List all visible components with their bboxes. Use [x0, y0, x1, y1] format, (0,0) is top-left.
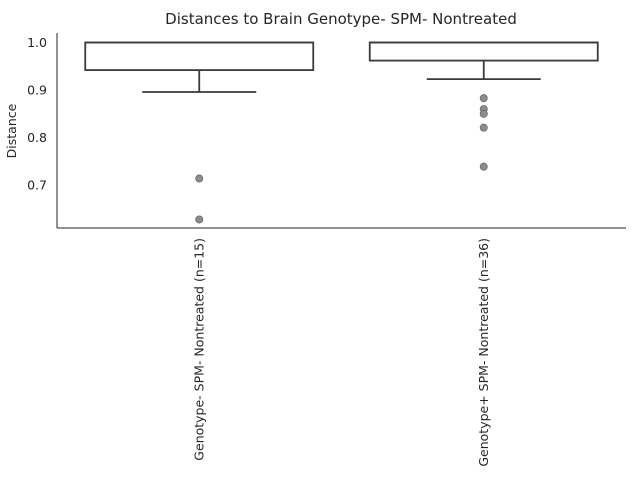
outlier-point	[195, 215, 204, 224]
y-tick-label: 1.0	[27, 35, 47, 50]
box-iqr	[368, 41, 599, 62]
outlier-point	[479, 109, 488, 118]
y-axis-label: Distance	[4, 103, 19, 158]
outlier-point	[479, 162, 488, 171]
outlier-point	[195, 174, 204, 183]
x-category-label: Genotype+ SPM- Nontreated (n=36)	[476, 238, 491, 467]
box-iqr	[84, 41, 315, 71]
y-tick-label: 0.9	[27, 83, 47, 98]
x-category-label: Genotype- SPM- Nontreated (n=15)	[191, 238, 206, 461]
y-tick-label: 0.7	[27, 178, 47, 193]
chart-title: Distances to Brain Genotype- SPM- Nontre…	[165, 10, 517, 28]
y-tick-label: 0.8	[27, 130, 47, 145]
outlier-point	[479, 94, 488, 103]
outlier-point	[479, 123, 488, 132]
